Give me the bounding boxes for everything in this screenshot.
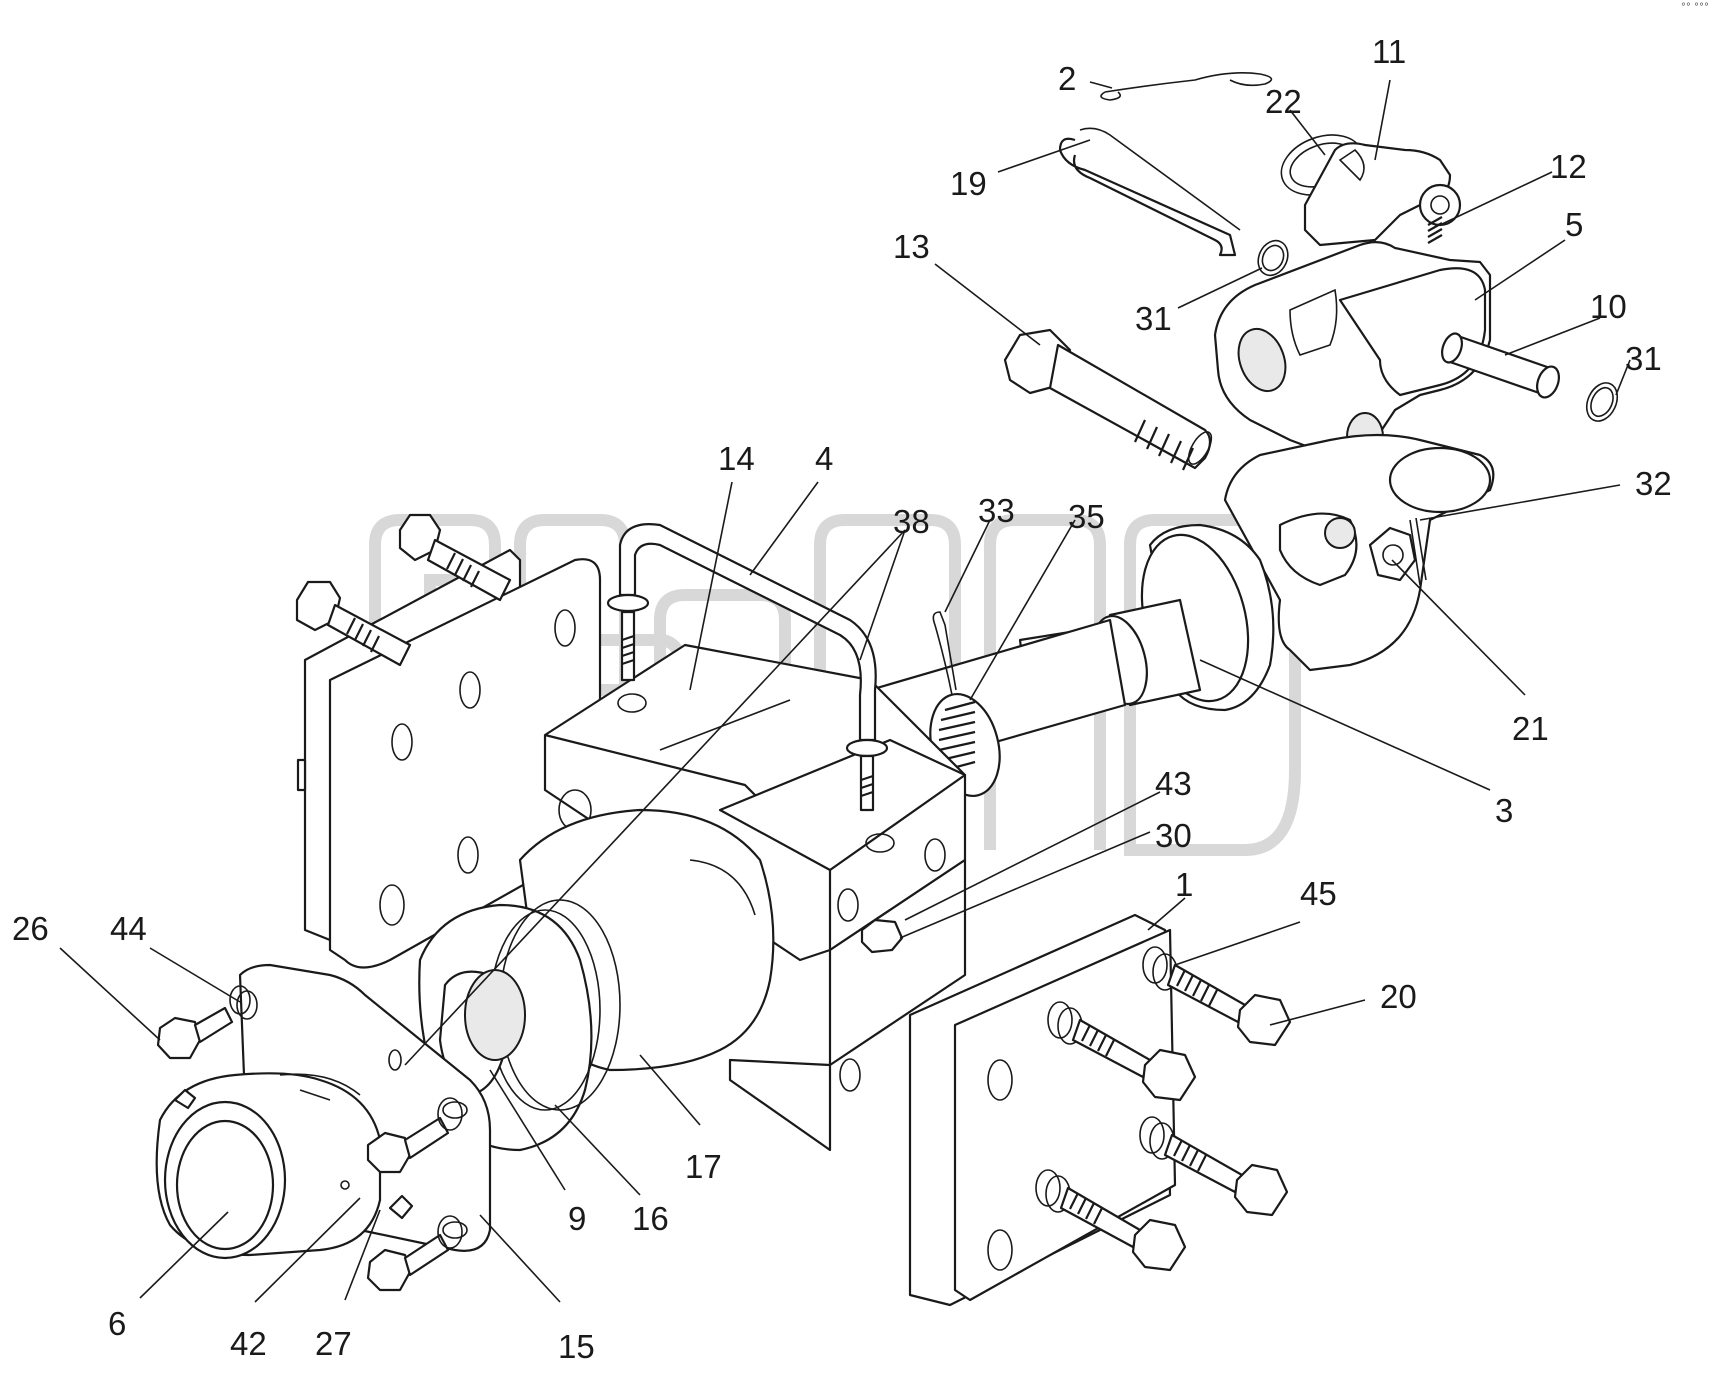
callout-26: 26: [12, 910, 49, 947]
leader-30: [899, 831, 1151, 939]
corner-mark: °° °°°: [1680, 2, 1709, 13]
leader-14: [689, 481, 733, 691]
leader-1: [1147, 897, 1186, 931]
callout-42: 42: [230, 1325, 267, 1362]
leader-15: [479, 1214, 561, 1303]
leader-26: [59, 947, 161, 1041]
leader-35: [969, 519, 1076, 701]
hitch-jaw-part: [1213, 241, 1492, 462]
callout-35: 35: [1068, 498, 1105, 535]
brake-pipe-part: [606, 523, 889, 758]
callout-2: 2: [1058, 60, 1076, 97]
leader-21: [1391, 559, 1526, 696]
callout-16: 16: [632, 1200, 669, 1237]
leader-10: [1504, 317, 1601, 356]
leader-3: [1199, 659, 1491, 791]
leader-2: [1089, 81, 1113, 89]
stud-right-part: [859, 754, 875, 812]
rear-bolt-upper-part: [398, 513, 512, 602]
leader-32: [1419, 484, 1621, 521]
leader-45: [1174, 921, 1301, 966]
callout-19: 19: [950, 165, 987, 202]
callout-12: 12: [1550, 148, 1587, 185]
leader-43: [904, 791, 1161, 921]
callout-33: 33: [978, 492, 1015, 529]
leader-19: [997, 139, 1091, 173]
callout-11: 11: [1372, 33, 1406, 70]
callout-15: 15: [558, 1328, 595, 1365]
leader-12: [1439, 171, 1553, 226]
hex-bolt-part: [1003, 328, 1213, 471]
leader-9: [489, 1069, 566, 1191]
callout-38: 38: [893, 503, 930, 540]
callout-30: 30: [1155, 817, 1192, 854]
axle-pin-part: [1441, 332, 1560, 399]
castle-nut-part: [1368, 526, 1417, 582]
callout-6: 6: [108, 1305, 126, 1342]
callout-44: 44: [110, 910, 147, 947]
cotter-pin-hook-part: [1409, 517, 1427, 586]
leader-6: [139, 1211, 229, 1299]
callout-45: 45: [1300, 875, 1337, 912]
safety-wire-part: [1100, 72, 1273, 101]
leader-38a: [404, 529, 906, 1066]
coupling-hook-part: [1223, 433, 1495, 672]
leader-31a: [1177, 267, 1263, 309]
latch-lever-part: [1303, 142, 1462, 247]
front-bolt-2-part: [1047, 1001, 1197, 1102]
callout-31a: 31: [1135, 300, 1172, 337]
leader-31b: [1615, 359, 1631, 396]
spring-pin-part: [1058, 127, 1241, 257]
callout-9: 9: [568, 1200, 586, 1237]
leader-38b: [859, 529, 906, 661]
flange-bolt-top-part: [156, 985, 258, 1060]
callout-31b: 31: [1625, 340, 1662, 377]
leader-5: [1474, 239, 1566, 301]
leader-16: [554, 1104, 641, 1196]
bearing-cap-part: [155, 1072, 382, 1260]
nut-30-part: [860, 918, 904, 954]
leader-13: [934, 263, 1041, 346]
callout-27: 27: [315, 1325, 352, 1362]
callout-20: 20: [1380, 978, 1417, 1015]
leader-17: [639, 1054, 701, 1126]
leader-20: [1269, 999, 1366, 1026]
spring-part: [1427, 216, 1443, 244]
callout-14: 14: [718, 440, 755, 477]
callout-5: 5: [1565, 206, 1583, 243]
callout-13: 13: [893, 228, 930, 265]
front-mounting-plate-part: [908, 913, 1177, 1307]
cone-housing-part: [418, 808, 775, 1152]
callout-22: 22: [1265, 83, 1302, 120]
flange-bolt-lower-part: [366, 1097, 463, 1292]
callout-4: 4: [815, 440, 833, 477]
snap-ring-left-part: [1257, 239, 1289, 277]
leader-22: [1289, 109, 1326, 156]
callout-32: 32: [1635, 465, 1672, 502]
callout-10: 10: [1590, 288, 1627, 325]
leader-4: [749, 481, 819, 576]
callout-1: 1: [1175, 866, 1193, 903]
callout-17: 17: [685, 1148, 722, 1185]
leader-44: [149, 947, 241, 1003]
callout-3: 3: [1495, 792, 1513, 829]
callout-43: 43: [1155, 765, 1192, 802]
grease-nipple-part: [173, 1088, 414, 1220]
front-bolt-3-part: [1139, 1116, 1289, 1217]
stud-left-part: [620, 610, 636, 682]
front-bolt-1-part: [1142, 946, 1292, 1047]
draw-tube-part: [868, 523, 1275, 777]
snap-ring-right-part: [1585, 382, 1619, 422]
leader-42: [254, 1197, 361, 1303]
callout-labels: 1 2 3 4 5 6 9 10 11 12 13 14 15 16 17 19…: [12, 33, 1672, 1365]
callout-21: 21: [1512, 710, 1549, 747]
front-bolt-4-part: [1035, 1169, 1187, 1272]
rear-bolt-lower-part: [295, 580, 412, 667]
leader-27: [344, 1209, 381, 1301]
leader-lines: [59, 79, 1631, 1303]
leader-11: [1374, 79, 1391, 161]
leader-33: [944, 519, 991, 613]
